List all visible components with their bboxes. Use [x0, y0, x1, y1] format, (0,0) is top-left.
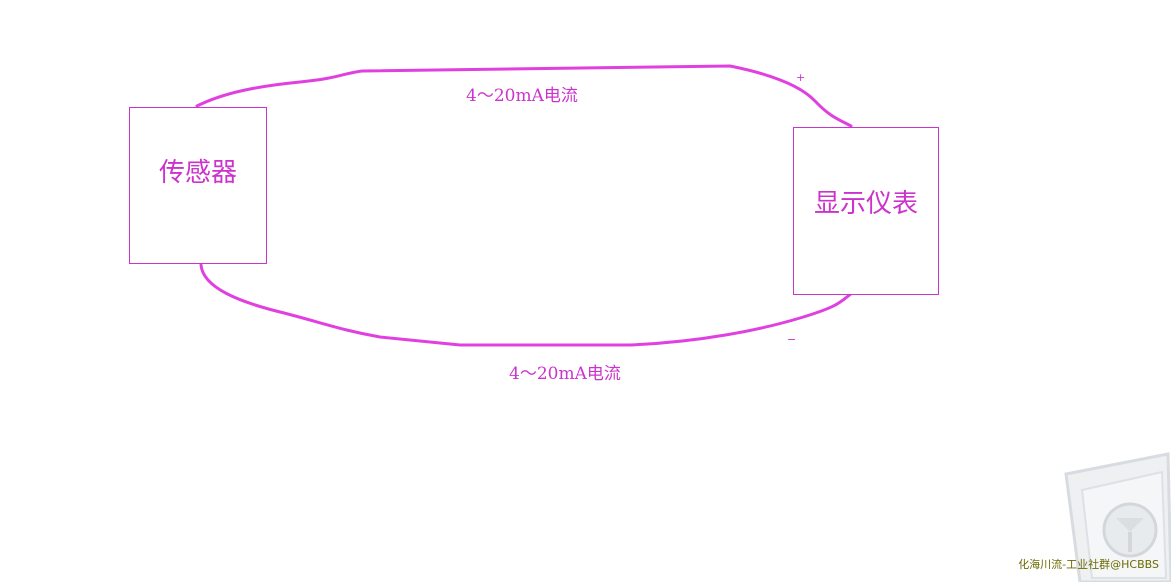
negative-terminal-label: −	[787, 333, 797, 346]
bottom-wire-label: 4～20mA电流	[509, 364, 621, 384]
sensor-label: 传感器	[158, 158, 237, 188]
top-wire	[195, 64, 853, 128]
display-instrument-label: 显示仪表	[813, 188, 918, 219]
top-wire-label: 4～20mA电流	[466, 86, 578, 106]
bottom-wire	[199, 263, 854, 347]
watermark-logo-icon	[1064, 452, 1171, 582]
display-instrument-box: 显示仪表	[793, 127, 939, 295]
sensor-box: 传感器	[129, 107, 267, 264]
watermark-text: 化海川流-工业社群@HCBBS	[1018, 558, 1159, 571]
positive-terminal-label: +	[796, 71, 806, 84]
